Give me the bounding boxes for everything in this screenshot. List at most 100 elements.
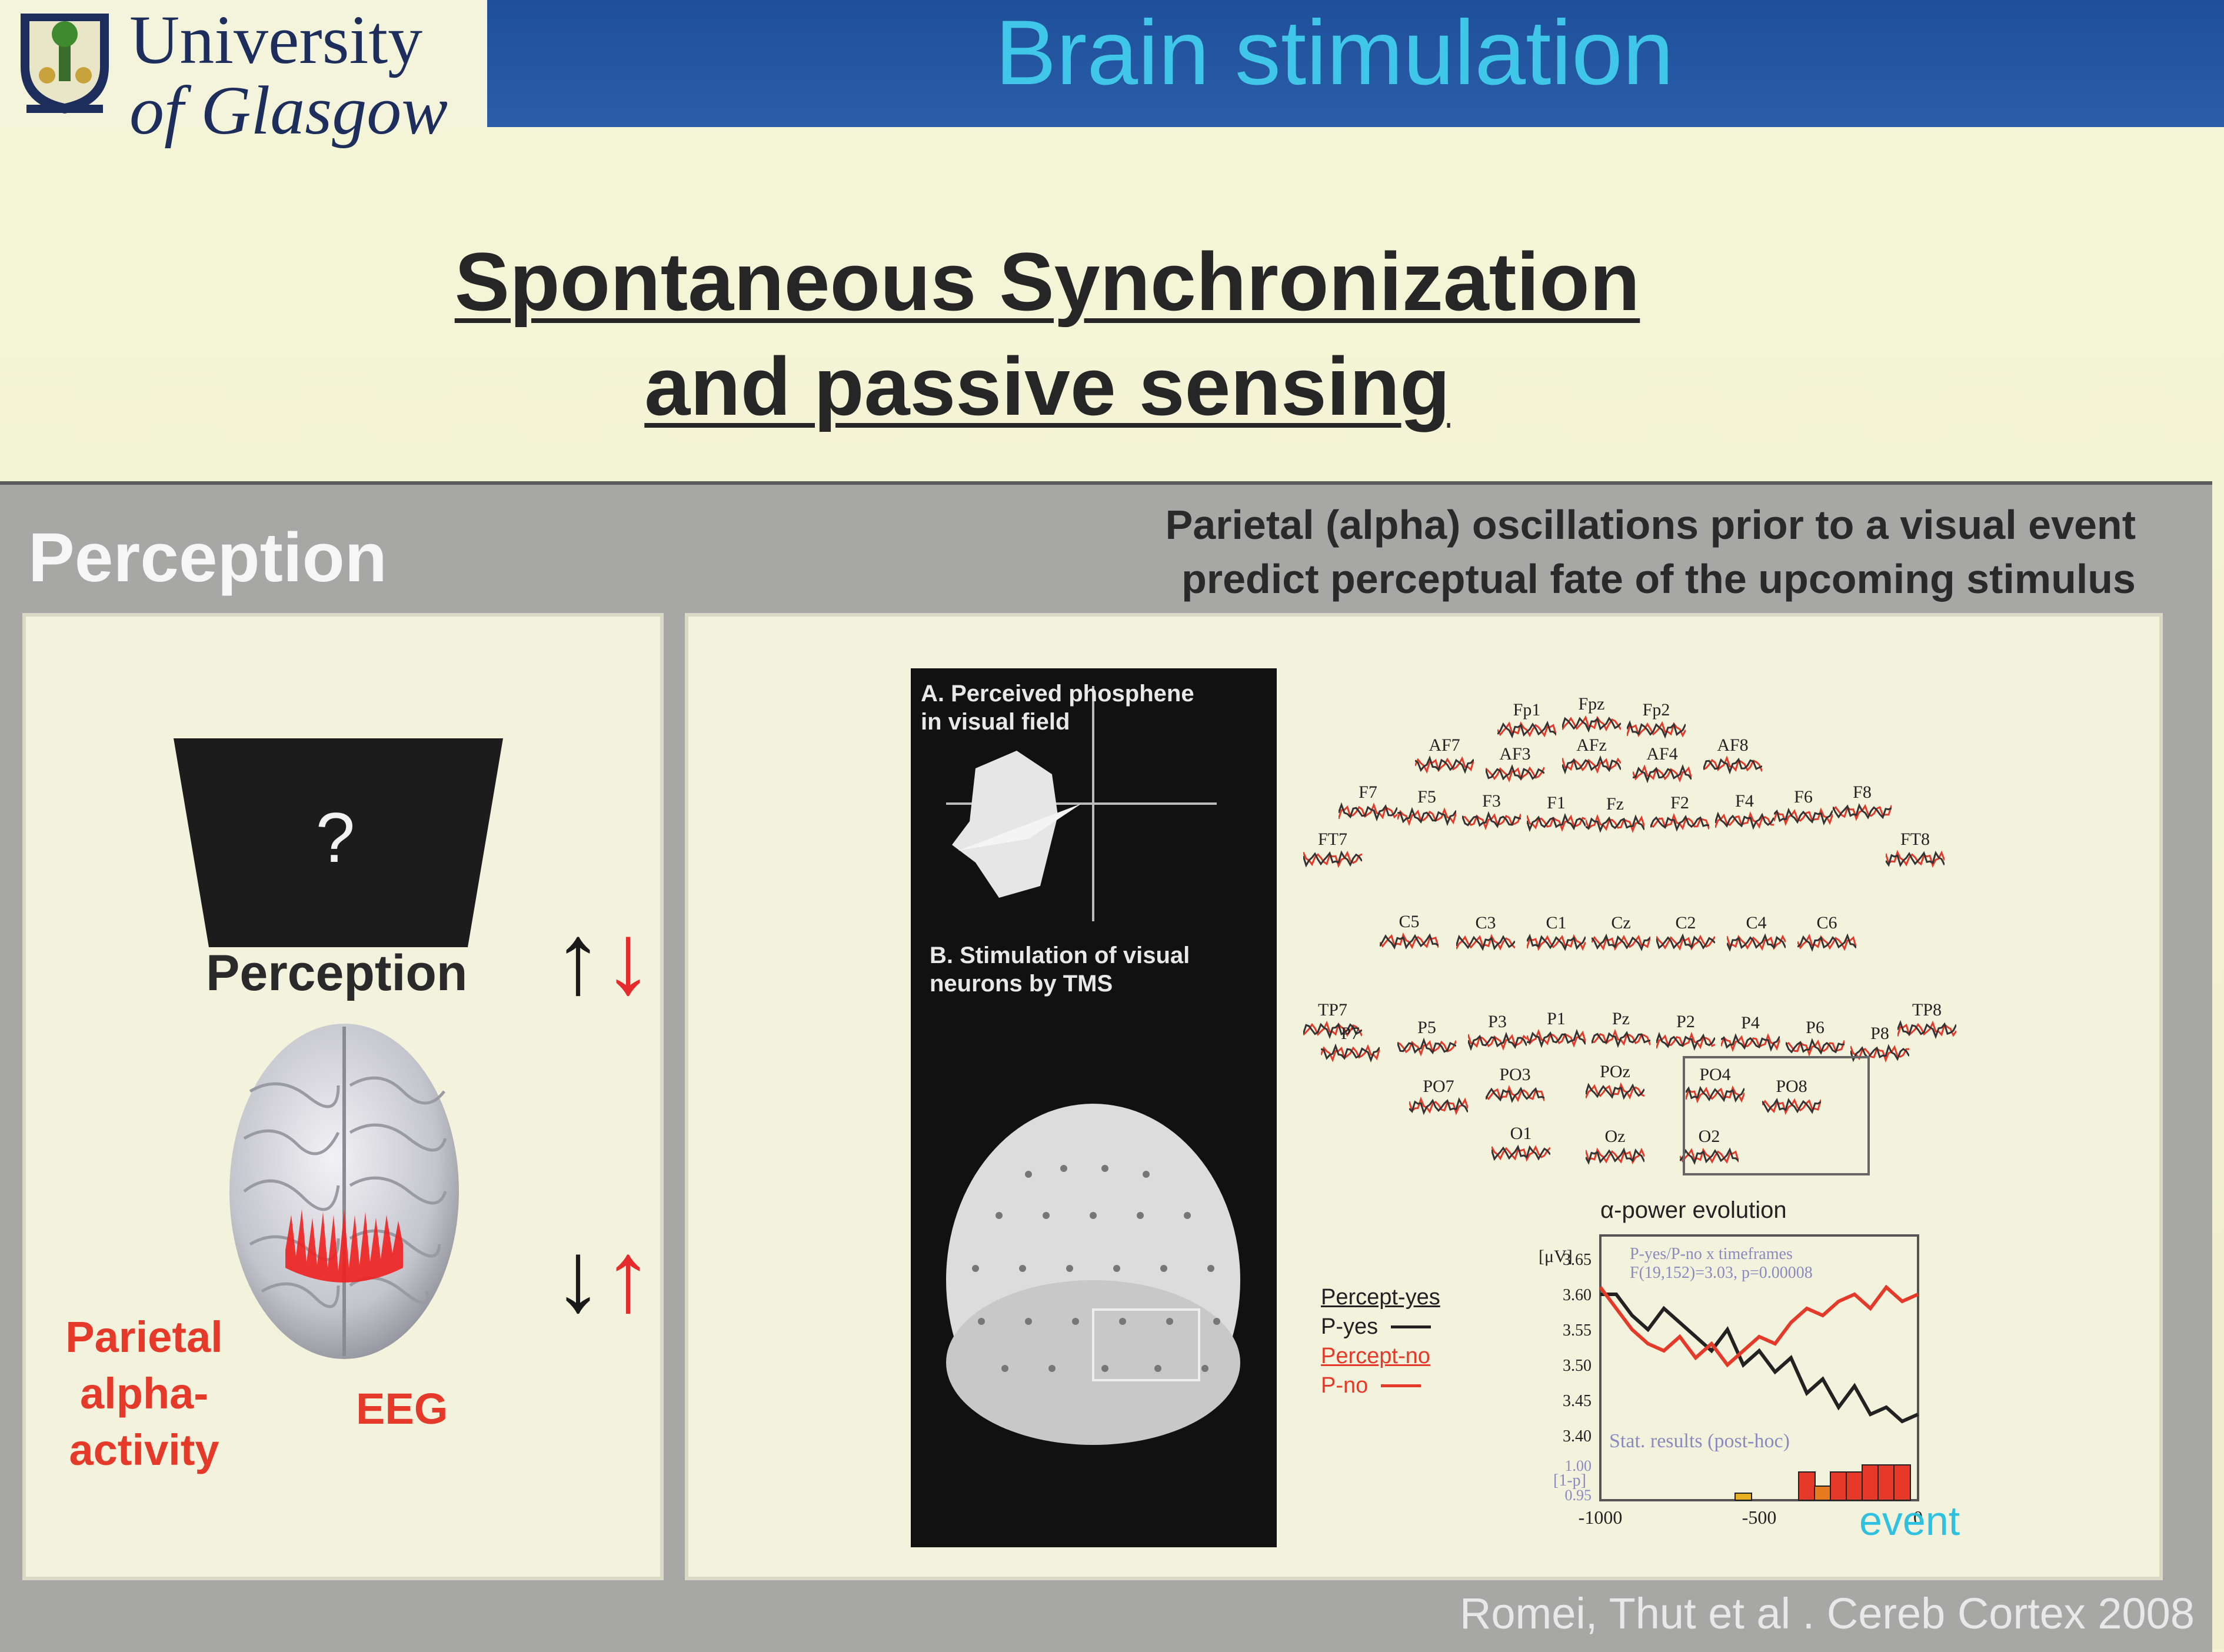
electrode-trace	[1680, 1147, 1739, 1165]
stat-bar	[1830, 1471, 1847, 1501]
series-line-p-no	[1599, 1284, 1919, 1368]
electrode-trace	[1656, 933, 1715, 951]
electrode-po4: PO4	[1683, 1065, 1747, 1106]
electrode-label: P1	[1547, 1009, 1566, 1028]
electrode-trace	[1786, 1038, 1845, 1057]
heading-line1: Spontaneous Synchronization	[454, 235, 1640, 328]
electrode-af8: AF8	[1700, 735, 1765, 777]
series-line-p-yes	[1600, 1293, 1919, 1424]
university-name: University of Glasgow	[129, 5, 448, 146]
electrode-label: AFz	[1576, 735, 1607, 755]
electrode-label: P2	[1676, 1012, 1695, 1031]
down-arrow-icon: ↓	[553, 1221, 603, 1333]
event-label: event	[1859, 1498, 1960, 1544]
electrode-label: C6	[1816, 913, 1837, 932]
tms-a-line1: A. Perceived phosphene	[921, 681, 1194, 707]
electrode-p7: P7	[1318, 1024, 1383, 1065]
electrode-label: F5	[1417, 787, 1436, 807]
electrode-f4: F4	[1712, 791, 1777, 832]
figure-caption: Parietal (alpha) oscillations prior to a…	[941, 498, 2136, 606]
y-tick-label: 3.65	[1563, 1251, 1592, 1269]
up-arrow-icon: ↑	[553, 903, 603, 1015]
electrode-trace	[1715, 811, 1774, 830]
electrode-po8: PO8	[1759, 1077, 1824, 1118]
electrode-label: PO8	[1776, 1077, 1807, 1096]
electrode-label: C3	[1475, 913, 1496, 932]
electrode-af3: AF3	[1483, 744, 1547, 785]
electrode-label: P6	[1806, 1018, 1825, 1037]
electrode-trace	[1397, 1037, 1456, 1057]
electrode-label: F6	[1794, 787, 1813, 807]
stat-bar	[1734, 1493, 1752, 1501]
electrode-ft7: FT7	[1300, 830, 1365, 871]
electrode-label: C2	[1675, 913, 1696, 932]
electrode-trace	[1497, 721, 1556, 739]
electrode-label: F2	[1670, 793, 1689, 812]
perception-label: Perception	[206, 945, 468, 1001]
tms-b-line2: neurons by TMS	[930, 971, 1113, 997]
electrode-trace	[1703, 755, 1762, 775]
electrode-pz: Pz	[1589, 1009, 1653, 1050]
electrode-label: F4	[1735, 791, 1754, 811]
electrode-label: O2	[1698, 1127, 1720, 1146]
legend-percept-yes-label: Percept-yes	[1321, 1285, 1440, 1310]
university-crest-icon	[21, 14, 109, 114]
parietal-line3: activity	[69, 1425, 219, 1474]
legend-p-no-swatch	[1381, 1384, 1421, 1387]
stat-bar	[1798, 1471, 1816, 1501]
electrode-p5: P5	[1394, 1018, 1459, 1059]
electrode-c1: C1	[1524, 913, 1589, 954]
legend-p-no-label: P-no	[1321, 1373, 1369, 1398]
electrode-af4: AF4	[1630, 744, 1694, 785]
legend-p-no: P-no	[1321, 1371, 1440, 1400]
legend-percept-no-label: Percept-no	[1321, 1344, 1430, 1368]
electrode-f6: F6	[1771, 787, 1836, 828]
x-tick-label: -1000	[1579, 1507, 1623, 1528]
electrode-trace	[1527, 1028, 1586, 1048]
stat-bar	[1862, 1464, 1879, 1501]
electrode-f8: F8	[1830, 782, 1895, 824]
electrode-trace	[1592, 1028, 1650, 1048]
electrode-trace	[1486, 764, 1544, 783]
electrode-trace	[1397, 807, 1456, 827]
electrode-p4: P4	[1718, 1013, 1783, 1054]
electrode-trace	[1303, 850, 1362, 868]
y-tick-label: 3.60	[1563, 1286, 1592, 1304]
electrode-trace	[1774, 807, 1833, 827]
electrode-f1: F1	[1524, 793, 1589, 834]
electrode-trace	[1656, 1031, 1715, 1051]
stat-bar	[1877, 1464, 1895, 1501]
electrode-label: P8	[1870, 1024, 1889, 1043]
electrode-label: P4	[1741, 1013, 1760, 1032]
electrode-label: P3	[1488, 1012, 1507, 1031]
university-line2: of Glasgow	[129, 72, 448, 149]
electrode-trace	[1527, 812, 1586, 832]
electrode-p8: P8	[1847, 1024, 1912, 1065]
electrode-trace	[1686, 1085, 1744, 1104]
electrode-label: Fz	[1606, 794, 1624, 814]
electrode-trace	[1562, 715, 1621, 733]
electrode-afz: AFz	[1559, 735, 1624, 777]
legend-p-yes-label: P-yes	[1321, 1314, 1379, 1339]
electrode-cz: Cz	[1589, 913, 1653, 954]
electrode-f7: F7	[1336, 782, 1400, 824]
electrode-f2: F2	[1647, 793, 1712, 834]
parietal-alpha-label: Parietal alpha- activity	[56, 1309, 232, 1478]
y-tick-label: 3.40	[1563, 1427, 1592, 1446]
slide-heading: Spontaneous Synchronization and passive …	[329, 229, 1765, 439]
electrode-label: PO4	[1699, 1065, 1731, 1084]
slide-title: Brain stimulation	[995, 2, 1674, 104]
brain-icon	[229, 1024, 459, 1359]
electrode-label: FT8	[1900, 830, 1930, 849]
electrode-label: AF8	[1717, 735, 1749, 755]
tms-graphics	[934, 686, 1264, 1463]
electrode-trace	[1886, 850, 1945, 868]
electrode-label: Cz	[1611, 913, 1631, 932]
stat-bar	[1893, 1464, 1911, 1501]
stat-axis-label: [1-p]	[1553, 1471, 1586, 1490]
electrode-label: Fpz	[1578, 694, 1605, 714]
electrode-trace	[1456, 934, 1515, 951]
electrode-trace	[1527, 934, 1586, 951]
electrode-label: PO3	[1499, 1065, 1531, 1084]
